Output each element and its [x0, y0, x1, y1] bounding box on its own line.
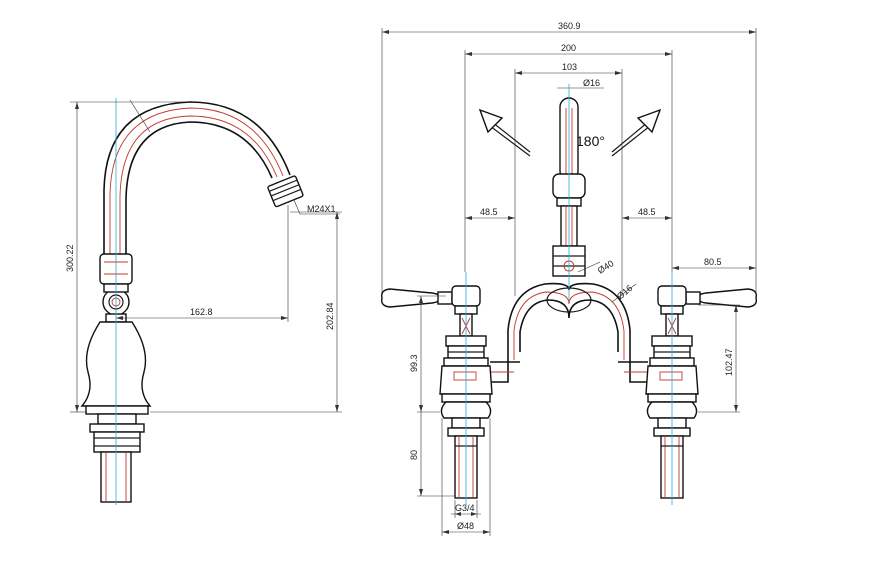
- dim-front-spout-base: 103: [562, 62, 577, 72]
- side-aerator: [267, 175, 304, 208]
- dim-front-flange-dia: Ø48: [457, 521, 474, 531]
- dim-front-spout-dia: Ø16: [583, 78, 600, 88]
- right-valve: [645, 272, 758, 505]
- dim-front-bridge-tube-dia: Ø16: [615, 283, 634, 302]
- rotation-arrow-left: [489, 121, 531, 157]
- side-spout-hidden-2: [119, 115, 278, 258]
- side-spout-inner: [125, 121, 273, 258]
- dim-front-bridge-dia: Ø40: [596, 258, 616, 275]
- dim-front-right-height: 102.47: [724, 348, 734, 376]
- side-spout-outer: [103, 101, 291, 258]
- side-view: 300.22 162.8 202.84 M24X1: [65, 98, 342, 505]
- dim-front-shank-length: 80: [409, 450, 419, 460]
- dim-side-reach: 162.8: [190, 307, 213, 317]
- front-view: 360.9 200 103 Ø16 180°: [380, 21, 758, 536]
- side-base: [85, 405, 149, 415]
- dim-front-handle-reach: 80.5: [704, 257, 722, 267]
- rotation-label: 180°: [576, 133, 605, 149]
- dim-front-thread: G3/4: [455, 503, 475, 513]
- dim-front-overall-width: 360.9: [558, 21, 581, 31]
- dim-side-total-height: 300.22: [65, 244, 75, 272]
- dim-side-thread: M24X1: [307, 204, 336, 214]
- left-lever-handle: [380, 288, 441, 308]
- dim-front-right-offset: 48.5: [638, 207, 656, 217]
- dim-front-left-offset: 48.5: [480, 207, 498, 217]
- dim-front-left-height: 99.3: [409, 354, 419, 372]
- dim-front-centres: 200: [561, 43, 576, 53]
- right-lever-handle: [697, 288, 758, 308]
- left-valve: [380, 272, 493, 505]
- dim-side-outlet-height: 202.84: [325, 302, 335, 330]
- side-spout-hidden: [109, 107, 284, 258]
- rotation-arrow-right: [611, 121, 651, 157]
